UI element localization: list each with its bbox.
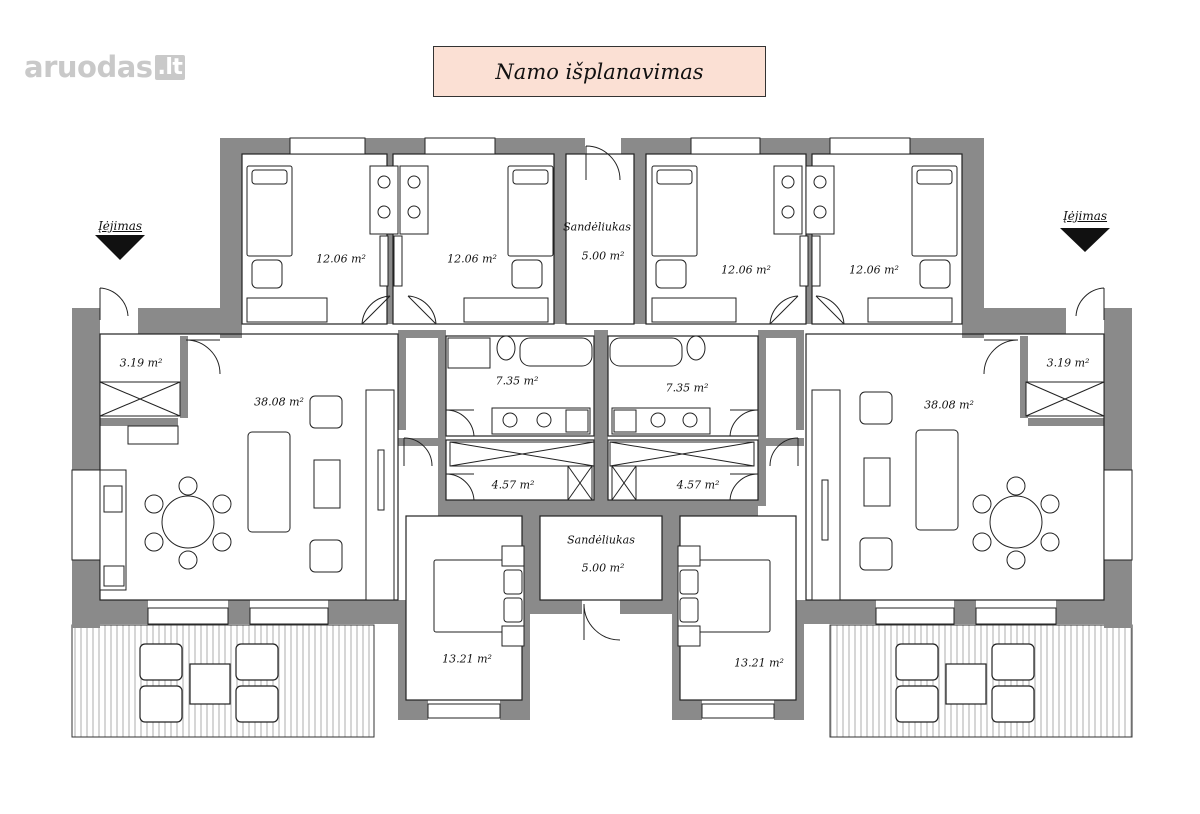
room-area-bedroom-5: 13.21 m² [442,652,492,666]
watermark-name: aruodas [24,50,153,84]
room-name-storage-mid: Sandėliukas [567,533,635,547]
plan-title: Namo išplanavimas [495,59,704,84]
door-entrance-right [1075,287,1105,320]
room-area-storage-mid: 5.00 m² [581,561,625,575]
room-area-bedroom-6: 13.21 m² [734,656,784,670]
entrance-arrow-left [95,235,145,260]
room-area-bedroom-3: 12.06 m² [721,263,771,277]
room-area-bedroom-1: 12.06 m² [316,252,366,266]
room-area-storage-top: 5.00 m² [581,249,625,263]
entrance-label-right: Įėjimas [1062,209,1108,223]
room-area-utility-left: 4.57 m² [491,478,535,492]
room-area-living-left: 38.08 m² [254,395,304,409]
room-area-hall-left: 3.19 m² [119,356,163,370]
room-area-hall-right: 3.19 m² [1046,356,1090,370]
room-area-bath-left: 7.35 m² [495,374,539,388]
walls [72,138,1132,720]
door-entrance-left [99,287,129,320]
entrance-label-left: Įėjimas [97,219,143,233]
room-name-storage-top: Sandėliukas [563,220,631,234]
entrance-arrow-right [1060,228,1110,252]
door-storage-top [585,145,621,181]
room-area-bedroom-4: 12.06 m² [849,263,899,277]
watermark-logo: aruodas.lt [24,50,186,84]
plan-title-box: Namo išplanavimas [433,46,766,97]
room-area-living-right: 38.08 m² [924,398,974,412]
watermark-tld: .lt [154,55,186,80]
room-area-utility-right: 4.57 m² [676,478,720,492]
room-area-bedroom-2: 12.06 m² [447,252,497,266]
room-area-bath-right: 7.35 m² [665,381,709,395]
